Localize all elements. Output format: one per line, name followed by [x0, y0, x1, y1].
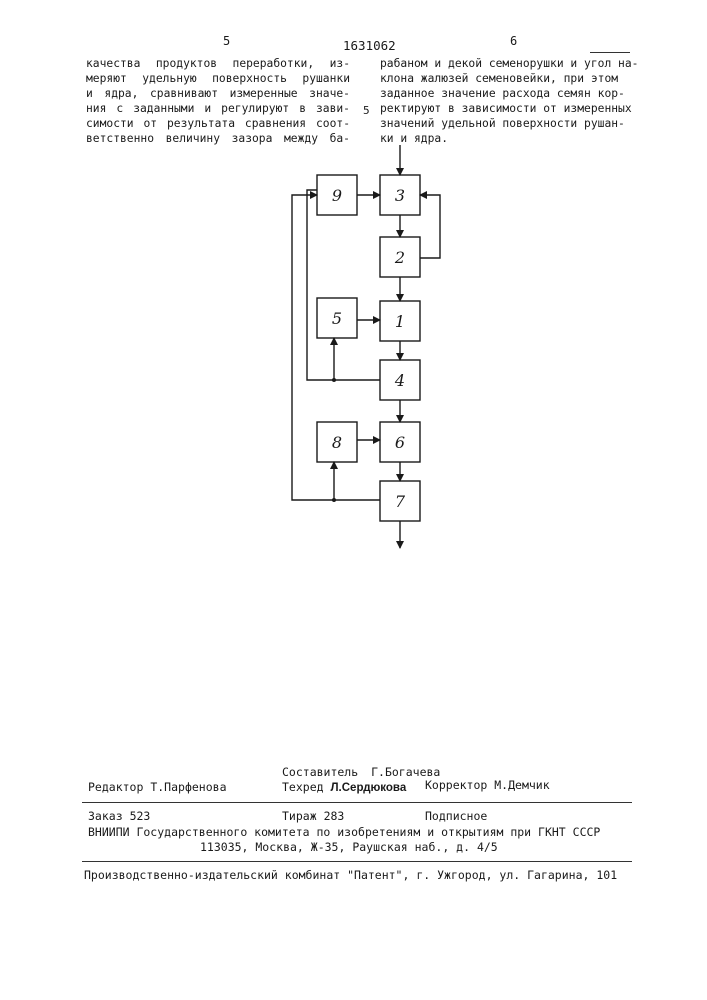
order-info: Заказ 523: [88, 809, 150, 823]
corrector-label: Корректор: [425, 778, 487, 792]
institution-address: 113035, Москва, Ж-35, Раушская наб., д. …: [200, 840, 498, 854]
feedback-2-to-3: [420, 195, 440, 258]
block-5-label: 5: [332, 309, 342, 328]
editor-label: Редактор: [88, 780, 143, 794]
block-7-label: 7: [395, 492, 406, 511]
block-2-label: 2: [394, 248, 405, 267]
techred-label: Техред: [282, 780, 324, 794]
feedback-4-to-5: [307, 190, 380, 380]
institution-line: ВНИИПИ Государственного комитета по изоб…: [88, 825, 600, 839]
junction-dot: [332, 378, 336, 382]
publisher-line: Производственно-издательский комбинат "П…: [84, 868, 617, 882]
print-run-label: Тираж: [282, 809, 317, 823]
divider-rule: [82, 802, 632, 803]
corrector-line: Корректор М.Демчик: [425, 778, 550, 792]
techred-line: Техред Л.Сердюкова: [282, 780, 406, 794]
compiler-line: Составитель Г.Богачева: [282, 765, 440, 779]
print-run-value: 283: [324, 809, 345, 823]
divider-rule: [82, 861, 632, 862]
block-3-label: 3: [395, 186, 405, 205]
corrector-name: М.Демчик: [494, 778, 549, 792]
compiler-label: Составитель: [282, 765, 358, 779]
order-label: Заказ: [88, 809, 123, 823]
block-1-label: 1: [395, 312, 405, 331]
subscription-note: Подписное: [425, 809, 487, 823]
order-number: 523: [130, 809, 151, 823]
print-run-info: Тираж 283: [282, 809, 344, 823]
block-9-label: 9: [332, 186, 342, 205]
feedback-7-to-9: [292, 195, 380, 500]
editor-line: Редактор Т.Парфенова: [88, 780, 227, 794]
junction-dot: [332, 498, 336, 502]
compiler-name: Г.Богачева: [371, 765, 440, 779]
editor-name: Т.Парфенова: [150, 780, 226, 794]
block-6-label: 6: [395, 433, 405, 452]
block-4-label: 4: [394, 371, 405, 390]
techred-name: Л.Сердюкова: [330, 782, 406, 794]
block-8-label: 8: [332, 433, 342, 452]
